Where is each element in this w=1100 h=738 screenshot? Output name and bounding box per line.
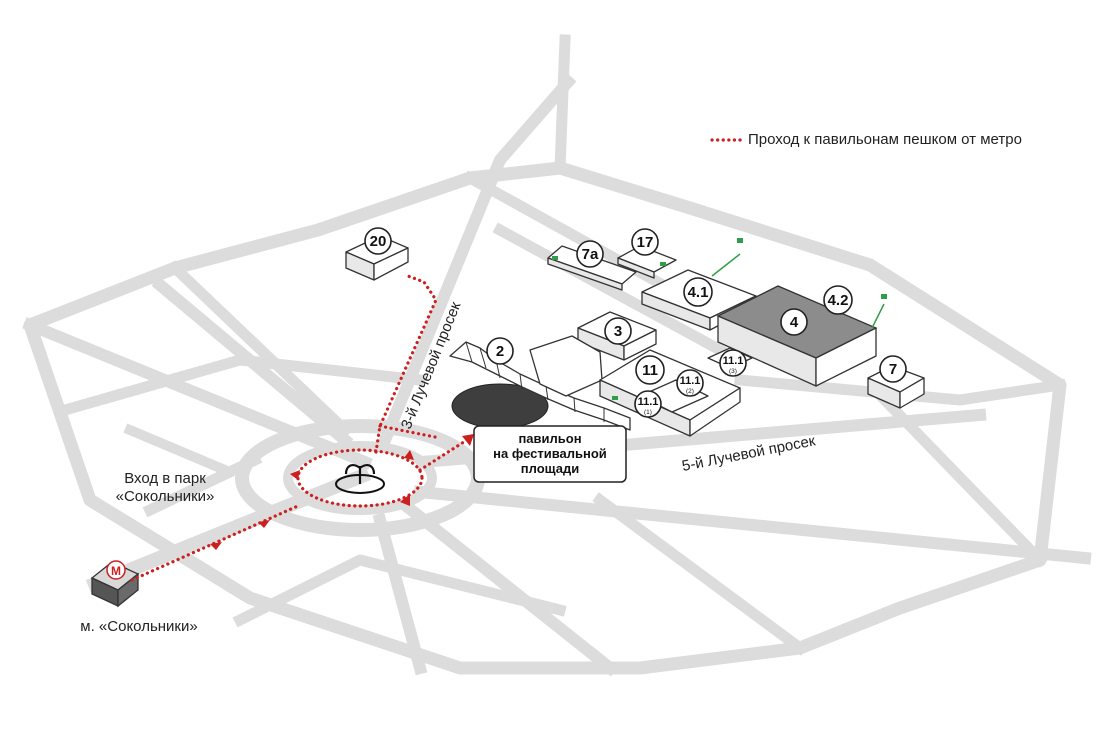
road-southeast <box>592 492 808 656</box>
road-cross-4 <box>232 554 567 628</box>
legend-walk-label: Проход к павильонам пешком от метро <box>748 131 1022 148</box>
badge-4-1-label: 4.1 <box>688 284 709 301</box>
badge-11-1-1[interactable]: 11.1 (1) <box>634 390 662 418</box>
road-radial-ssw <box>372 512 428 676</box>
badge-11-1-1-label: 11.1 <box>638 396 659 408</box>
entrance-marker <box>552 256 558 260</box>
road-metro-avenue <box>85 466 372 594</box>
badge-4-2-label: 4.2 <box>828 292 849 309</box>
badge-4-label: 4 <box>790 314 799 331</box>
pavilion-3[interactable] <box>577 311 657 361</box>
walk-festival-link <box>378 424 442 440</box>
metro-symbol: М <box>111 564 121 578</box>
walk-to-pavilion-20 <box>374 274 438 454</box>
festival-pavilion-callout[interactable]: павильон на фестивальной площади <box>473 425 627 483</box>
badge-2[interactable]: 2 <box>486 337 514 365</box>
route-arrow <box>400 494 410 506</box>
road-third-radial <box>377 73 577 448</box>
badge-17-label: 17 <box>637 234 654 251</box>
pavilion-17[interactable] <box>617 245 677 279</box>
callout-line-2: на фестивальной <box>493 446 607 461</box>
park-entrance-label-2: «Сокольники» <box>116 488 215 505</box>
badge-2-label: 2 <box>496 343 504 360</box>
badge-11-1-2-label: 11.1 <box>680 375 701 387</box>
legend: Проход к павильонам пешком от метро <box>710 131 1022 148</box>
callout-box <box>473 425 627 483</box>
badge-11-1-3[interactable]: 11.1 (3) <box>719 349 747 377</box>
badge-11[interactable]: 11 <box>635 355 665 385</box>
park-entrance-label-1: Вход в парк <box>124 470 206 487</box>
badge-4-2[interactable]: 4.2 <box>823 285 853 315</box>
metro-icon <box>106 560 126 580</box>
badge-17[interactable]: 17 <box>631 228 659 256</box>
metro-station-label: м. «Сокольники» <box>80 618 197 635</box>
walking-route <box>130 274 474 582</box>
road-north-exit <box>554 34 571 174</box>
metro-station[interactable]: М <box>90 560 140 608</box>
road-cross-1 <box>167 260 353 438</box>
callout-line-3: площади <box>521 461 579 476</box>
route-arrow <box>462 434 474 446</box>
badge-4-1[interactable]: 4.1 <box>683 277 713 307</box>
flag-pole <box>711 253 741 277</box>
badge-7a-label: 7а <box>582 246 599 263</box>
badge-7a[interactable]: 7а <box>576 240 604 268</box>
road-east-diag <box>872 387 1048 568</box>
badge-3-label: 3 <box>614 323 622 340</box>
badge-3[interactable]: 3 <box>604 317 632 345</box>
badge-11-label: 11 <box>642 362 658 379</box>
walk-to-festival <box>418 436 472 472</box>
badge-11-1-2[interactable]: 11.1 (2) <box>676 369 704 397</box>
entrance-marker <box>660 262 666 266</box>
flag-icon <box>737 238 743 243</box>
road-radial-west <box>22 317 373 470</box>
road-north-inner <box>492 222 728 358</box>
badge-11-1-3-sub: (3) <box>729 368 737 375</box>
entrance-marker <box>612 396 618 400</box>
road-radial-wsw <box>123 423 232 477</box>
road-radial-east <box>413 485 1092 565</box>
route-arrow <box>258 520 270 528</box>
badge-20-label: 20 <box>370 233 387 250</box>
road-east-link <box>734 374 1067 406</box>
road-north-link <box>462 170 698 308</box>
fountain-icon <box>335 464 385 494</box>
pavilion-2[interactable] <box>449 335 631 431</box>
badge-20[interactable]: 20 <box>364 227 392 255</box>
callout-line-1: павильон <box>518 431 581 446</box>
road-boundary <box>23 161 1067 675</box>
flag-pole <box>871 303 885 329</box>
flag-icon <box>881 294 887 299</box>
badge-7[interactable]: 7 <box>879 355 907 383</box>
road-radial-south <box>396 496 619 677</box>
badge-11-1-3-label: 11.1 <box>723 355 744 367</box>
road-cross-2 <box>58 354 427 417</box>
route-arrow <box>210 542 222 550</box>
route-arrow <box>290 470 300 480</box>
badge-11-1-1-sub: (1) <box>644 409 652 416</box>
badge-4[interactable]: 4 <box>780 308 808 336</box>
roundabout-inner <box>283 441 437 515</box>
badge-11-1-2-sub: (2) <box>686 388 694 395</box>
badge-7-label: 7 <box>889 361 897 378</box>
route-arrow <box>404 450 414 460</box>
